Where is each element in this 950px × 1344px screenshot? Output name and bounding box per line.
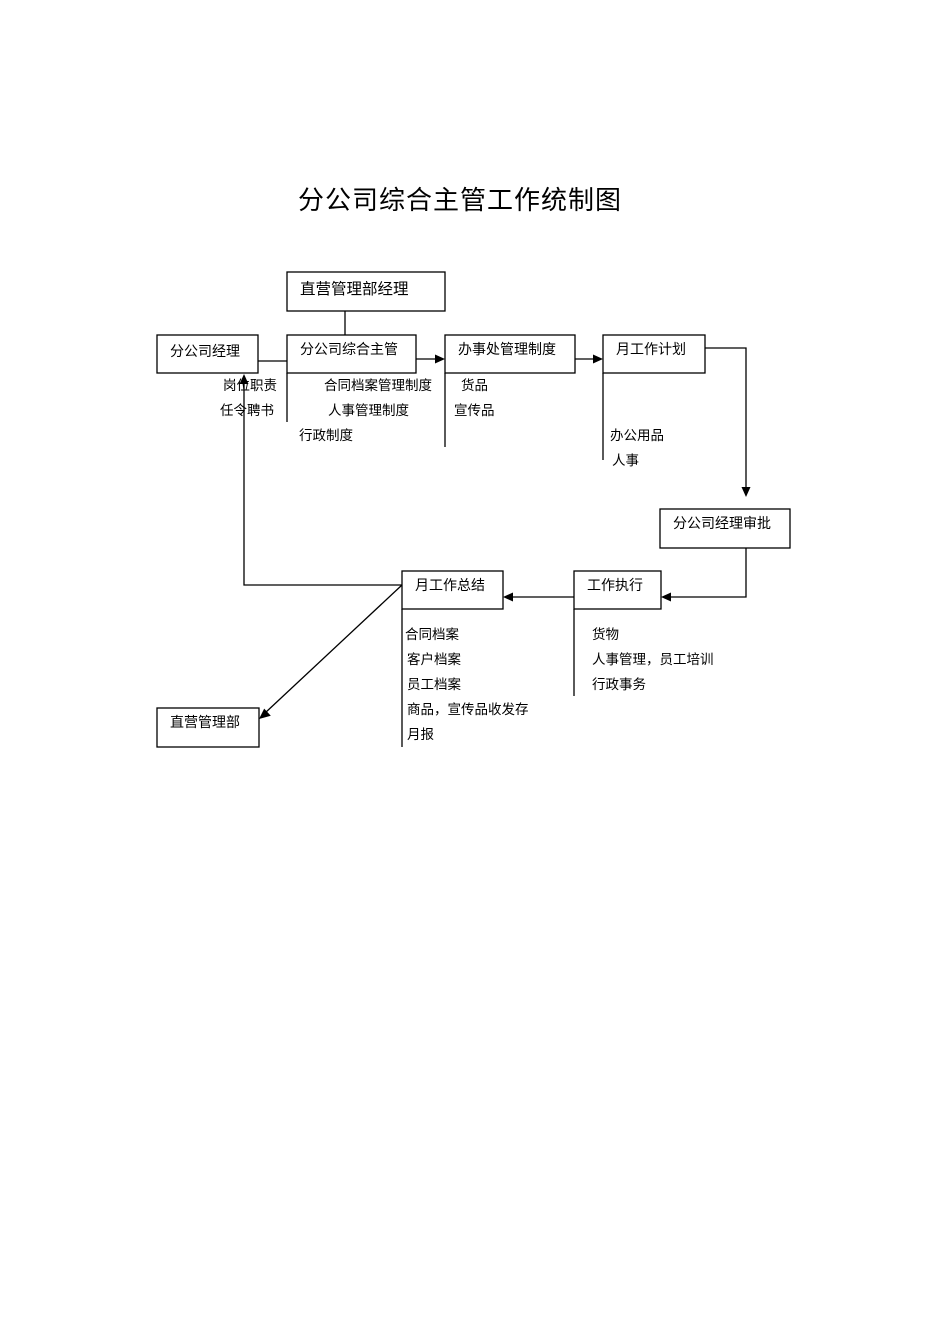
box-execution: 工作执行 [573, 570, 662, 610]
box-admin-supervisor-label: 分公司综合主管 [300, 342, 398, 358]
box-admin-supervisor: 分公司综合主管 [286, 334, 417, 374]
note-office-2: 宣传品 [454, 403, 495, 419]
box-monthly-summary-label: 月工作总结 [415, 578, 485, 594]
note-supervisor-3: 行政制度 [299, 428, 353, 444]
box-monthly-plan-label: 月工作计划 [616, 342, 686, 358]
note-supervisor-1: 合同档案管理制度 [324, 377, 432, 394]
page-title: 分公司综合主管工作统制图 [298, 186, 622, 216]
arrowhead-to-execution [661, 592, 671, 602]
box-office-system: 办事处管理制度 [444, 334, 576, 374]
note-execution-3: 行政事务 [592, 677, 646, 693]
note-branch-manager-2: 任令聘书 [220, 403, 274, 419]
arrowhead-to-direct-dept [259, 708, 271, 719]
arrowhead-to-approval [741, 487, 751, 497]
note-summary-3: 员工档案 [407, 676, 461, 693]
box-branch-manager: 分公司经理 [156, 334, 259, 374]
connector-summary-to-direct-dept [264, 584, 403, 714]
arrowhead-to-manager [239, 374, 249, 384]
box-monthly-summary: 月工作总结 [401, 570, 504, 610]
arrowhead-to-summary [503, 592, 513, 602]
note-execution-1: 货物 [592, 626, 619, 643]
box-approval-label: 分公司经理审批 [673, 516, 771, 532]
box-monthly-plan: 月工作计划 [602, 334, 706, 374]
box-approval: 分公司经理审批 [659, 508, 791, 549]
box-direct-dept-label: 直营管理部 [170, 714, 240, 731]
box-direct-dept: 直营管理部 [156, 707, 260, 748]
note-summary-1: 合同档案 [405, 626, 459, 643]
note-plan-1: 办公用品 [610, 428, 664, 444]
connector-approval-to-execution [670, 548, 747, 598]
note-summary-4: 商品，宣传品收发存 [407, 702, 529, 718]
note-plan-2: 人事 [612, 453, 639, 469]
note-branch-manager-1: 岗位职责 [223, 378, 277, 394]
note-summary-5: 月报 [407, 727, 434, 743]
arrowhead-to-plan [593, 354, 603, 364]
box-direct-manager-label: 直营管理部经理 [300, 280, 409, 298]
arrowhead-to-office [435, 354, 445, 364]
note-office-1: 货品 [461, 377, 488, 394]
box-office-system-label: 办事处管理制度 [458, 342, 556, 358]
note-execution-2: 人事管理，员工培训 [592, 652, 714, 668]
box-execution-label: 工作执行 [587, 578, 643, 594]
note-supervisor-2: 人事管理制度 [328, 403, 409, 419]
box-branch-manager-label: 分公司经理 [170, 344, 240, 360]
connector-summary-to-manager [243, 383, 402, 586]
note-summary-2: 客户档案 [407, 651, 461, 668]
connector-plan-to-approval [705, 347, 747, 488]
box-direct-manager: 直营管理部经理 [286, 271, 446, 312]
